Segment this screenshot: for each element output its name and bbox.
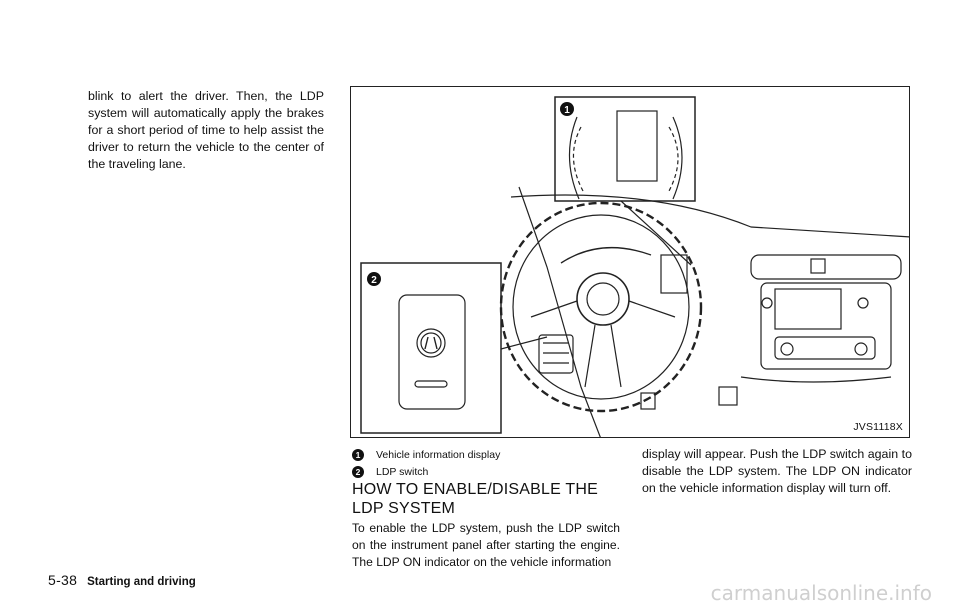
figure-code: JVS1118X [853,421,903,433]
center-screen [774,288,842,330]
center-console [760,282,892,370]
steering-hub [576,272,630,326]
ldp-switch-button [416,328,446,358]
cluster-display [660,254,688,294]
figure-legend: 1 Vehicle information display 2 LDP swit… [352,446,622,480]
legend-number-1: 1 [352,448,364,461]
callout-2-label: 2 [371,275,377,286]
legend-item: 2 LDP switch [352,463,622,480]
section-heading: HOW TO ENABLE/DISABLE THE LDP SYSTEM [352,481,598,517]
watermark: carmanualsonline.info [710,581,932,605]
page-footer: 5-38 Starting and driving [48,572,196,588]
page-number: 5-38 [48,572,78,588]
inset-meter-frame [554,96,696,202]
inset-switch-frame [360,262,502,434]
callout-1-label: 1 [564,105,570,116]
inset-info-display [616,110,658,182]
legend-number-2: 2 [352,465,364,478]
legend-label-1: Vehicle information display [376,448,501,461]
legend-item: 1 Vehicle information display [352,446,622,463]
section-name: Starting and driving [87,576,196,588]
callout-1-marker [560,102,574,116]
legend-label-2: LDP switch [376,465,429,478]
switch-panel [398,294,466,410]
body-text-middle: To enable the LDP system, push the LDP s… [352,521,620,569]
body-text-right: display will appear. Push the LDP switch… [642,447,912,495]
center-vents [750,254,902,280]
dashboard-drawing: 1 2 [360,96,909,437]
body-text-left: blink to alert the driver. Then, the LDP… [88,89,324,171]
steering-wheel [499,201,703,413]
callout-2-marker [367,272,381,286]
dashboard-illustration: 1 2 [350,86,910,438]
